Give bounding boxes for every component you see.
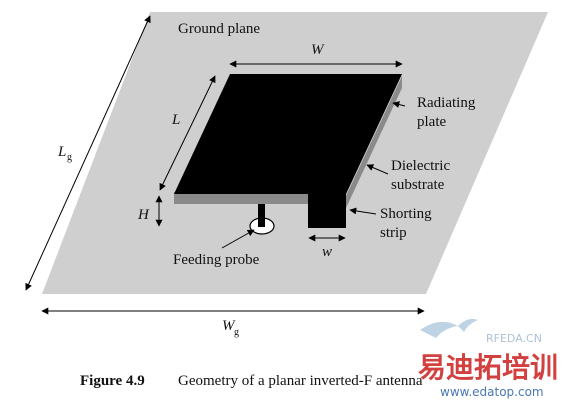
leader-feeding-probe	[221, 229, 255, 249]
label-W: W	[311, 42, 325, 58]
leader-dielectric	[366, 164, 389, 175]
label-dielectric-line1: Dielectric	[391, 158, 450, 174]
radiating-plate	[174, 74, 402, 194]
label-Wg: W	[222, 318, 236, 334]
label-ground-plane: Ground plane	[178, 21, 260, 37]
leader-shorting-strip	[349, 207, 377, 215]
label-L: L	[171, 112, 180, 128]
label-H: H	[137, 207, 150, 223]
label-dielectric-line2: substrate	[391, 177, 445, 193]
watermark-url: www.edatop.com	[440, 385, 544, 399]
watermark-cn-brand: 易迪拓培训	[418, 351, 558, 384]
feeding-probe-pin	[258, 204, 265, 227]
label-shorting-line1: Shorting	[380, 206, 432, 222]
dimension-Lg-arrow	[25, 15, 151, 291]
label-radiating-plate-line2: plate	[417, 114, 446, 130]
leader-radiating-plate	[392, 101, 406, 108]
caption-label: Figure 4.9	[80, 373, 145, 389]
dimension-L-arrow	[159, 75, 216, 191]
label-Lg-subscript: g	[67, 152, 72, 163]
dielectric-substrate-right	[346, 76, 402, 208]
label-Lg: L	[57, 144, 66, 160]
label-Wg-subscript: g	[234, 327, 239, 338]
label-w: w	[322, 244, 332, 260]
edatop-watermark: RFEDA.CN 易迪拓培训 www.edatop.com	[418, 318, 558, 399]
dielectric-substrate-front	[174, 192, 308, 204]
watermark-rfeda: RFEDA.CN	[486, 332, 542, 345]
label-shorting-line2: strip	[380, 225, 407, 241]
caption-text: Geometry of a planar inverted-F antenna	[178, 373, 423, 389]
label-radiating-plate-line1: Radiating	[417, 95, 476, 111]
shorting-strip	[308, 192, 346, 228]
bird-logo-icon	[420, 318, 478, 338]
label-feeding-probe: Feeding probe	[173, 252, 260, 268]
